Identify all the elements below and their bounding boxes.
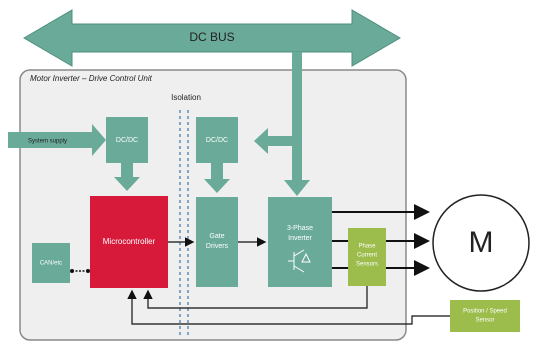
microcontroller-block xyxy=(90,196,168,288)
dcdc-left-label: DC/DC xyxy=(116,137,138,144)
bus-branch-stem xyxy=(268,136,294,146)
phase-current-sensors-block xyxy=(348,228,386,286)
sensor-feedback-line xyxy=(143,286,368,309)
inverter-block xyxy=(268,197,332,287)
dcdc-right-down-stem xyxy=(211,163,223,179)
isolation-label: Isolation xyxy=(171,93,201,102)
system-supply-arrow xyxy=(8,124,106,156)
dcdc-right-label: DC/DC xyxy=(206,137,228,144)
system-supply-label: System supply xyxy=(28,139,67,145)
can-link-dot-right xyxy=(86,269,90,273)
inverter-label-2: Inverter xyxy=(288,235,312,242)
gate-drivers-label-1: Gate xyxy=(209,233,224,240)
bus-branch-arrowhead xyxy=(254,128,268,154)
dc-bus-arrow xyxy=(23,9,401,67)
unit-title: Motor Inverter – Drive Control Unit xyxy=(30,74,153,83)
bus-feed-stem xyxy=(292,52,302,182)
dcdc-left-down-stem xyxy=(121,163,133,177)
position-speed-sensor-block xyxy=(450,300,520,332)
position-feedback-line xyxy=(127,289,450,325)
dcdc-left-down-arrowhead xyxy=(114,177,140,191)
can-link-dot-left xyxy=(70,269,74,273)
inverter-label-1: 3-Phase xyxy=(287,225,313,232)
sensors-label-2: Current xyxy=(357,253,377,259)
motor-circle xyxy=(432,194,530,292)
position-label-1: Position / Speed xyxy=(463,309,507,315)
motor-label: M xyxy=(469,226,494,259)
transistor-icon xyxy=(288,249,311,273)
sensors-label-1: Phase xyxy=(358,244,376,250)
gate-drivers-block xyxy=(196,197,238,287)
dcdc-right-down-arrowhead xyxy=(204,179,230,193)
dc-bus-label: DC BUS xyxy=(189,30,234,44)
position-label-2: Sensor xyxy=(475,318,494,324)
dcdc-left-block xyxy=(106,117,148,163)
bus-feed-arrowhead xyxy=(284,180,310,196)
microcontroller-label: Microcontroller xyxy=(103,237,156,246)
dcdc-right-block xyxy=(196,117,238,163)
can-label: CAN/etc xyxy=(40,261,62,267)
can-block xyxy=(32,243,70,283)
sensors-label-3: Sensors xyxy=(356,262,378,268)
gate-drivers-label-2: Drivers xyxy=(206,243,229,250)
